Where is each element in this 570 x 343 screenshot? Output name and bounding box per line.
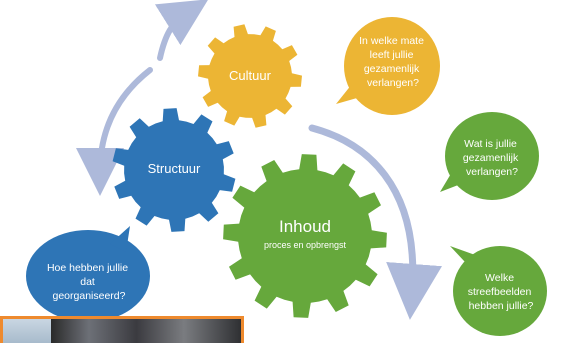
- bubble-structuur-line-1: Hoe hebben jullie: [47, 262, 128, 274]
- gear-inhoud: Inhoud proces en opbrengst: [223, 154, 387, 318]
- gear-inhoud-sublabel: proces en opbrengst: [264, 240, 347, 250]
- gear-structuur: Structuur: [112, 108, 236, 232]
- gear-cultuur: Cultuur: [198, 24, 302, 128]
- bubble-inhoud-2-line-3: hebben jullie?: [469, 300, 534, 312]
- bubble-structuur: Hoe hebben jullie dat georganiseerd?: [26, 226, 150, 322]
- gear-cultuur-label: Cultuur: [229, 68, 272, 83]
- svg-text:Wat is jullie gezamenlij: Wat is jullie gezamenlijk verlangen?: [463, 138, 521, 178]
- svg-text:Hoe hebben jullie dat: Hoe hebben jullie dat georganiseerd?: [47, 262, 131, 302]
- gear-structuur-shape: [112, 108, 236, 232]
- gear-cultuur-shape: [198, 24, 302, 128]
- bubble-structuur-line-2: dat: [80, 276, 95, 288]
- bubble-inhoud-1-line-3: verlangen?: [466, 166, 518, 178]
- svg-text:In welke mate leeft jull: In welke mate leeft jullie gezamenlijk v…: [359, 35, 427, 89]
- bubble-inhoud-2-line-1: Welke: [485, 272, 514, 284]
- svg-text:Welke streefbeelden: Welke streefbeelden hebben jullie?: [468, 272, 535, 312]
- arrow-top: [154, 0, 209, 61]
- arrow-left: [76, 67, 153, 196]
- gear-inhoud-shape: [223, 154, 387, 318]
- bubble-inhoud-2: Welke streefbeelden hebben jullie?: [450, 246, 547, 336]
- photo-left-panel: [3, 319, 51, 343]
- photo-image: [51, 319, 241, 343]
- bubble-cultuur-line-2: leeft jullie: [370, 49, 414, 61]
- gear-inhoud-label: Inhoud: [279, 217, 331, 236]
- bubble-cultuur-line-3: gezamenlijk: [364, 63, 420, 75]
- bubble-structuur-line-3: georganiseerd?: [53, 290, 126, 302]
- bubble-inhoud-1-line-1: Wat is jullie: [464, 138, 517, 150]
- bubble-cultuur-line-4: verlangen?: [367, 77, 419, 89]
- bubble-inhoud-1: Wat is jullie gezamenlijk verlangen?: [440, 112, 539, 200]
- gear-structuur-label: Structuur: [148, 161, 201, 176]
- bubble-inhoud-2-line-2: streefbeelden: [468, 286, 532, 298]
- bubble-inhoud-1-line-2: gezamenlijk: [463, 152, 519, 164]
- bubble-cultuur-line-1: In welke mate: [359, 35, 424, 47]
- bubble-cultuur: In welke mate leeft jullie gezamenlijk v…: [336, 17, 440, 115]
- photo-thumbnail: [0, 316, 244, 343]
- arrow-right: [308, 124, 442, 320]
